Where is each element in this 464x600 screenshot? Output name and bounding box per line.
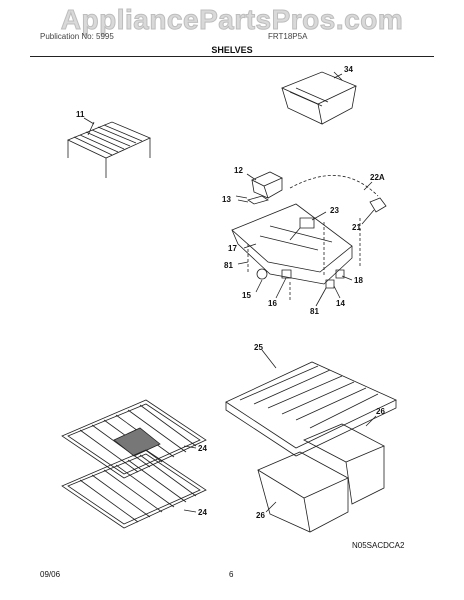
callout-13: 13 xyxy=(222,195,231,204)
footer-page-number: 6 xyxy=(229,570,234,579)
callout-12: 12 xyxy=(234,166,243,175)
callout-24-lower: 24 xyxy=(198,508,207,517)
callout-23: 23 xyxy=(330,206,339,215)
callout-11: 11 xyxy=(76,110,85,119)
callout-81-left: 81 xyxy=(224,261,233,270)
footer-date: 09/06 xyxy=(40,570,61,579)
diagram-code: N05SACDCA2 xyxy=(352,541,405,550)
callout-34: 34 xyxy=(344,65,353,74)
watermark: AppliancePartsPros.com xyxy=(60,4,404,36)
callout-16: 16 xyxy=(268,299,277,308)
callout-81-right: 81 xyxy=(310,307,319,316)
callout-17: 17 xyxy=(228,244,237,253)
callout-leaders xyxy=(84,74,376,512)
callout-14: 14 xyxy=(336,299,345,308)
callout-21: 21 xyxy=(352,223,361,232)
model-number: FRT18P5A xyxy=(268,32,308,41)
callout-18: 18 xyxy=(354,276,363,285)
callout-15: 15 xyxy=(242,291,251,300)
callout-25: 25 xyxy=(254,343,263,352)
publication-number: Publication No: 5995 xyxy=(40,32,114,41)
header-rule xyxy=(30,56,434,57)
callout-26-right: 26 xyxy=(376,407,385,416)
callout-26-left: 26 xyxy=(256,511,265,520)
part-26-right-crisper-drawer xyxy=(304,424,384,504)
part-26-left-crisper-drawer xyxy=(258,452,348,532)
callout-24-upper: 24 xyxy=(198,444,207,453)
callout-22a: 22A xyxy=(370,173,385,182)
part-24-lower-wire-shelf xyxy=(62,450,206,528)
part-11-wire-rack xyxy=(68,122,150,178)
part-25-crisper-cover xyxy=(226,362,396,456)
part-24-upper-wire-shelf xyxy=(62,400,206,478)
part-34-pan xyxy=(282,72,356,124)
control-housing-assembly xyxy=(232,172,386,300)
section-title: SHELVES xyxy=(211,45,253,55)
